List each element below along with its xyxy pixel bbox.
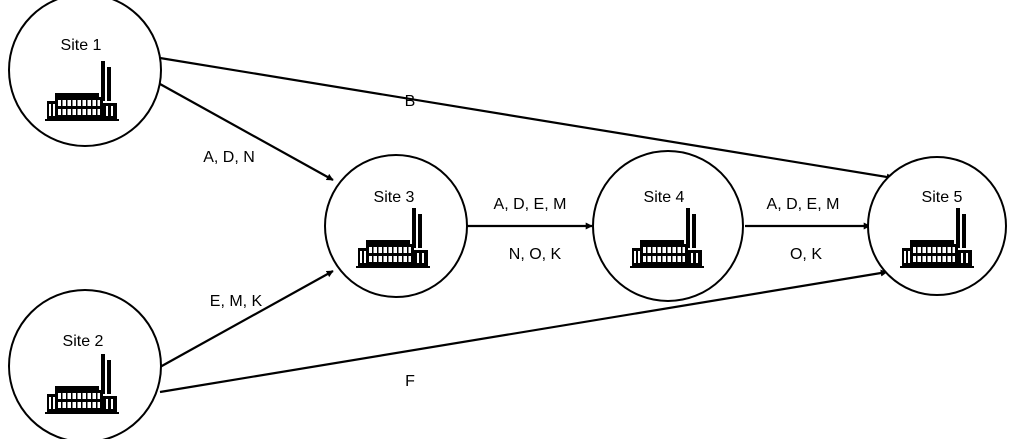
site-node-1: Site 1: [8, 0, 162, 147]
site-label: Site 5: [922, 189, 963, 206]
site-label: Site 4: [644, 189, 685, 206]
site-label: Site 1: [61, 37, 102, 54]
site-node-4: Site 4: [592, 150, 744, 302]
edge-label-site4-site5-bottom: O, K: [790, 246, 822, 263]
edges-layer: [159, 56, 894, 394]
edge-label-site2-site5: F: [405, 373, 415, 390]
edge-label-site1-site5: B: [405, 93, 416, 110]
edge-site1-site5: [159, 56, 894, 181]
edge-site2-site3: [159, 270, 334, 368]
site-node-2: Site 2: [8, 289, 162, 439]
edge-site1-site3: [159, 83, 334, 181]
edge-labels-layer: B A, D, N E, M, K F A, D, E, M N, O, K A…: [203, 93, 839, 390]
site-node-5: Site 5: [867, 156, 1007, 296]
edge-label-site3-site4-bottom: N, O, K: [509, 246, 562, 263]
edge-label-site4-site5-top: A, D, E, M: [767, 196, 840, 213]
site-label: Site 2: [63, 333, 104, 350]
site-node-3: Site 3: [324, 154, 468, 298]
site-label: Site 3: [374, 189, 415, 206]
edge-site2-site5: [159, 269, 888, 394]
edge-label-site2-site3: E, M, K: [210, 293, 263, 310]
edge-label-site1-site3: A, D, N: [203, 149, 255, 166]
edge-label-site3-site4-top: A, D, E, M: [494, 196, 567, 213]
